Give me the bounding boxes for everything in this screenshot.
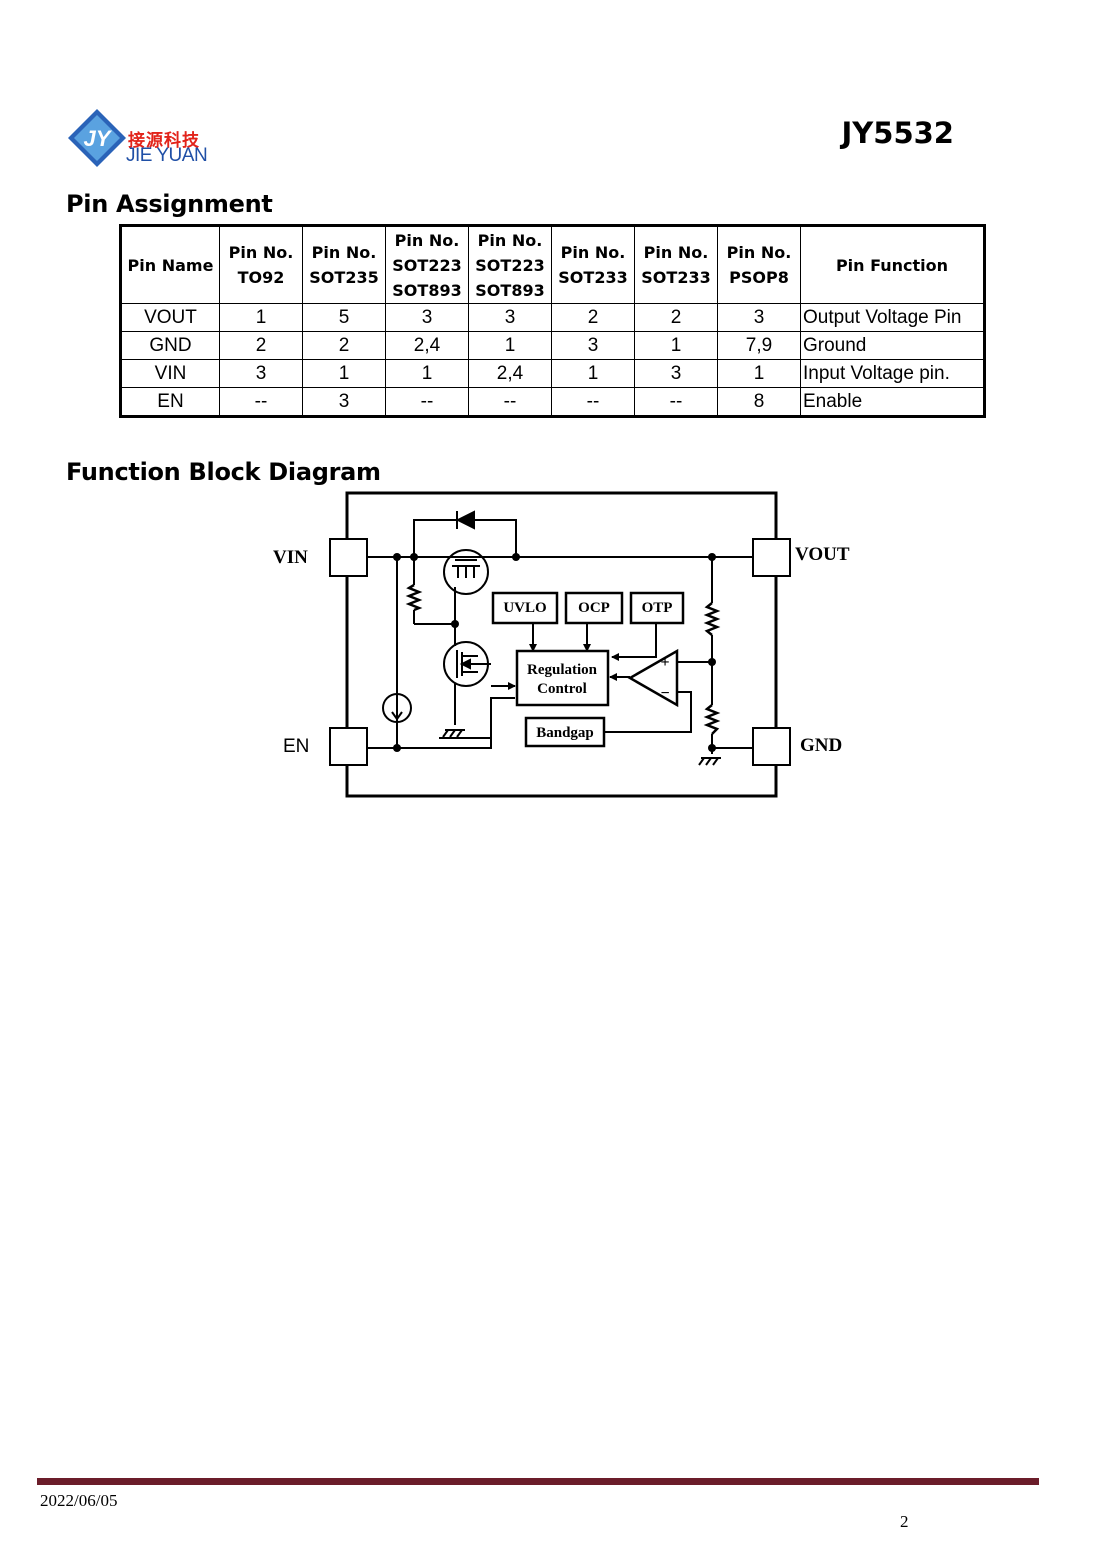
table-cell: Enable [800,387,985,417]
error-amplifier-icon [627,648,679,708]
gnd-pin-box [752,727,791,766]
ground-icon [698,757,721,766]
ground-icon [442,729,465,738]
resistor-icon [703,704,721,735]
table-cell: 3 [717,303,801,332]
diode-icon [455,510,475,530]
bandgap-block [524,716,606,748]
table-row: VOUT 1 5 3 3 2 2 3 Output Voltage Pin [120,303,985,332]
control-label: Control [537,681,587,697]
table-cell: 7,9 [717,331,801,360]
pin-assignment-title: Pin Assignment [66,190,273,218]
header-psop8: Pin No.PSOP8 [717,225,801,304]
table-row: EN -- 3 -- -- -- -- 8 Enable [120,387,985,417]
control-mosfet-icon [443,641,489,687]
uvlo-label: UVLO [503,600,546,616]
header-sot233-b: Pin No.SOT233 [634,225,718,304]
table-header-row: Pin Name Pin No.TO92 Pin No.SOT235 Pin N… [120,225,985,304]
table-cell: 8 [717,387,801,417]
table-cell: -- [385,387,469,417]
header-to92: Pin No.TO92 [219,225,303,304]
vin-pin-label: VIN [273,547,308,568]
jy-logo-icon: JY [68,109,126,167]
ocp-block [564,591,624,625]
uvlo-block [491,591,559,625]
pin-assignment-table: Pin Name Pin No.TO92 Pin No.SOT235 Pin N… [119,224,986,418]
en-pin-box [329,727,368,766]
vout-pin-label: VOUT [795,544,850,565]
vout-pin-box [752,538,791,577]
en-pin-label: EN [283,736,309,757]
resistor-icon [703,602,721,636]
table-cell: VIN [120,359,220,388]
table-cell: -- [219,387,303,417]
otp-block [629,591,685,625]
current-source-icon [382,693,412,723]
block-diagram-title: Function Block Diagram [66,458,381,486]
table-cell: 3 [551,331,635,360]
table-cell: Input Voltage pin. [800,359,985,388]
table-cell: 2 [634,303,718,332]
table-row: GND 2 2 2,4 1 3 1 7,9 Ground [120,331,985,360]
pass-mosfet-icon [443,549,489,595]
bandgap-label: Bandgap [536,725,594,741]
table-cell: 3 [219,359,303,388]
header-sot233-a: Pin No.SOT233 [551,225,635,304]
company-logo: JY 接源科技 JIE YUAN [64,105,214,171]
header-sot235: Pin No.SOT235 [302,225,386,304]
table-cell: -- [634,387,718,417]
table-cell: 1 [385,359,469,388]
part-number: JY5532 [841,116,954,150]
logo-chinese-name: 接源科技 [128,131,200,151]
table-cell: 1 [219,303,303,332]
regulation-control-block [515,649,610,707]
table-cell: -- [468,387,552,417]
ic-outline [345,491,778,798]
table-cell: VOUT [120,303,220,332]
table-cell: 3 [468,303,552,332]
resistor-icon [405,583,423,612]
header-pin-function: Pin Function [800,225,985,304]
vin-pin-box [329,538,368,577]
amp-minus-label: − [660,685,669,702]
regulation-label: Regulation [527,662,598,678]
svg-text:JY: JY [84,126,113,151]
gnd-pin-label: GND [800,735,842,756]
table-cell: 2,4 [385,331,469,360]
ocp-label: OCP [578,600,610,616]
table-cell: Output Voltage Pin [800,303,985,332]
table-row: VIN 3 1 1 2,4 1 3 1 Input Voltage pin. [120,359,985,388]
logo-english-name: JIE YUAN [126,145,208,166]
page-number: 2 [900,1512,909,1531]
amp-plus-label: + [660,654,669,671]
footer-date: 2022/06/05 [40,1491,118,1510]
otp-label: OTP [642,600,673,616]
table-cell: 2 [551,303,635,332]
table-cell: 3 [302,387,386,417]
footer-rule [37,1478,1039,1485]
